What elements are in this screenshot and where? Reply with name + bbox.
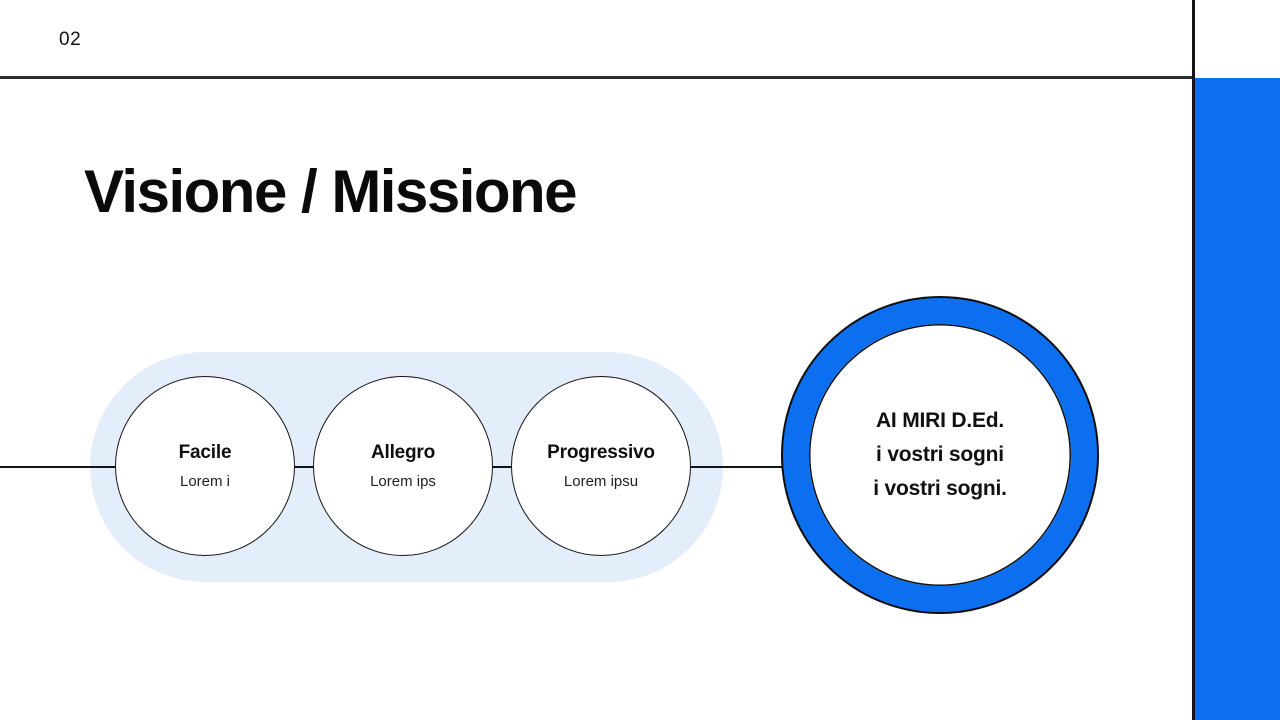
highlight-circle: AI MIRI D.Ed. i vostri sogni i vostri so… <box>783 298 1097 612</box>
step-description: Lorem ipsu <box>563 473 639 490</box>
highlight-line-1: AI MIRI D.Ed. <box>875 409 1005 432</box>
step-label: Allegro <box>370 442 436 463</box>
highlight-line-2: i vostri sogni <box>876 443 1004 466</box>
step-circle-allegro: Allegro Lorem ips <box>313 376 493 556</box>
vertical-divider <box>1192 0 1195 720</box>
page-title: Visione / Missione <box>84 158 578 225</box>
header-divider <box>0 76 1194 79</box>
step-label: Progressivo <box>547 442 655 463</box>
highlight-line-3: i vostri sogni. <box>873 477 1007 500</box>
page-number: 02 <box>59 29 82 50</box>
highlight-text: AI MIRI D.Ed. i vostri sogni i vostri so… <box>873 404 1007 506</box>
step-circle-facile: Facile Lorem i <box>115 376 295 556</box>
step-label: Facile <box>178 442 232 463</box>
step-circle-progressivo: Progressivo Lorem ipsu <box>511 376 691 556</box>
step-description: Lorem i <box>179 473 231 490</box>
blue-side-panel <box>1195 78 1280 720</box>
step-description: Lorem ips <box>370 473 436 490</box>
